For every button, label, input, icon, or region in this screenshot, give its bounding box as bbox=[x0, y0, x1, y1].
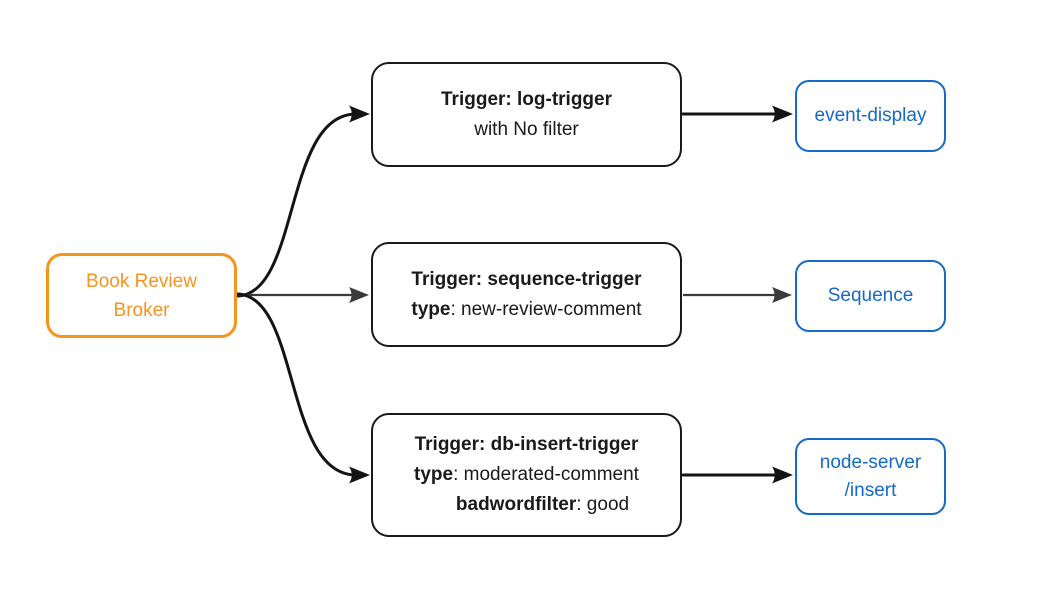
node-sequence-trigger: Trigger: sequence-trigger type: new-revi… bbox=[371, 242, 682, 347]
arrowhead-broker-to-sequence-trigger bbox=[349, 287, 369, 303]
arrow-broker-to-log-trigger bbox=[236, 112, 358, 298]
sequence-label: Sequence bbox=[827, 285, 914, 306]
arrowhead-sequence-trigger-to-sequence bbox=[772, 287, 792, 303]
arrowhead-broker-to-db-insert-trigger bbox=[349, 466, 370, 484]
node-log-trigger: Trigger: log-trigger with No filter bbox=[371, 62, 682, 167]
arrow-broker-to-db-insert-trigger bbox=[236, 292, 358, 477]
db-insert-trigger-attr2-key: badwordfilter bbox=[455, 494, 577, 515]
arrowhead-db-insert-trigger-to-node-server bbox=[772, 466, 793, 484]
node-server-label-line2: /insert bbox=[844, 479, 897, 501]
db-insert-trigger-attr2-val: : good bbox=[576, 494, 630, 515]
node-sequence: Sequence bbox=[795, 260, 946, 332]
arrowhead-log-trigger-to-event-display bbox=[772, 105, 793, 123]
db-insert-trigger-attr1: type: moderated-comment bbox=[414, 460, 639, 490]
db-insert-trigger-attr2: badwordfilter: good bbox=[456, 490, 629, 520]
sequence-trigger-title: Trigger: sequence-trigger bbox=[411, 268, 642, 290]
node-node-server-insert: node-server /insert bbox=[795, 438, 946, 515]
log-trigger-subtitle: with No filter bbox=[474, 118, 579, 140]
log-trigger-title: Trigger: log-trigger bbox=[441, 88, 612, 110]
sequence-trigger-attr-key: type bbox=[411, 298, 451, 320]
db-insert-trigger-attr1-val: : moderated-comment bbox=[453, 464, 639, 485]
node-book-review-broker: Book Review Broker bbox=[46, 253, 237, 338]
node-db-insert-trigger: Trigger: db-insert-trigger type: moderat… bbox=[371, 413, 682, 537]
broker-label-line2: Broker bbox=[113, 299, 170, 321]
node-event-display: event-display bbox=[795, 80, 946, 152]
arrowhead-broker-to-log-trigger bbox=[349, 105, 370, 123]
node-server-label-line1: node-server bbox=[819, 451, 922, 473]
broker-label-line1: Book Review bbox=[86, 270, 197, 292]
db-insert-trigger-attr1-key: type bbox=[414, 464, 454, 485]
sequence-trigger-attr-val: : new-review-comment bbox=[450, 298, 642, 320]
event-display-label: event-display bbox=[814, 105, 927, 126]
db-insert-trigger-title: Trigger: db-insert-trigger bbox=[414, 434, 639, 455]
sequence-trigger-attr: type: new-review-comment bbox=[411, 295, 641, 325]
